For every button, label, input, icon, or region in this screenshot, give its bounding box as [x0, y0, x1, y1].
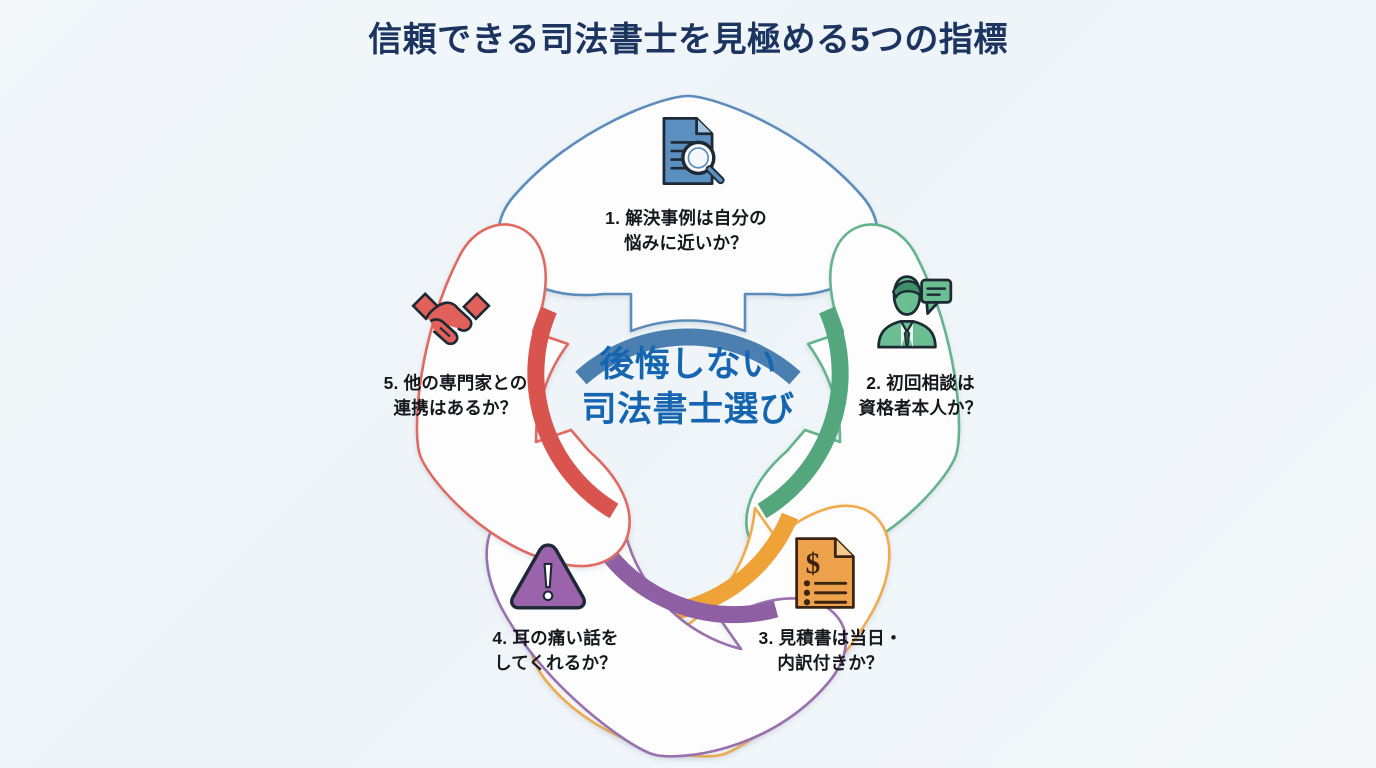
petal-label-3-line1: 3. 見積書は当日・	[758, 628, 903, 648]
petal-label-4-line1: 4. 耳の痛い話を	[492, 628, 619, 648]
petal-label-5-line2: 連携はあるか？	[393, 398, 518, 419]
svg-text:$: $	[806, 548, 821, 580]
petal-label-2: 2. 初回相談は 資格者本人か？	[818, 371, 1023, 422]
petal-label-5-line1: 5. 他の専門家との	[383, 373, 528, 393]
petal-label-1-line2: 悩みに近いか？	[624, 233, 748, 254]
invoice-dollar-icon: $	[782, 530, 868, 616]
consultant-speech-bubble-icon	[870, 268, 956, 354]
page-title: 信頼できる司法書士を見極める5つの指標	[368, 21, 1008, 59]
petal-label-5: 5. 他の専門家との 連携はあるか？	[348, 371, 563, 422]
petal-label-1-line1: 1. 解決事例は自分の	[605, 208, 767, 228]
petal-label-1: 1. 解決事例は自分の 悩みに近いか？	[546, 206, 826, 257]
document-magnifier-icon	[645, 108, 731, 194]
petal-label-3: 3. 見積書は当日・ 内訳付きか？	[723, 626, 938, 677]
petal-label-4: 4. 耳の痛い話を してくれるか？	[448, 626, 663, 677]
petal-label-2-line2: 資格者本人か？	[858, 398, 983, 419]
petal-segment-1[interactable]	[497, 94, 879, 385]
petal-label-3-line2: 内訳付きか？	[777, 653, 884, 674]
warning-triangle-icon	[505, 533, 591, 619]
petal-label-2-line1: 2. 初回相談は	[866, 373, 975, 393]
petal-label-4-line2: してくれるか？	[494, 653, 617, 674]
petal-wheel-diagram: 後悔しない 司法書士選び	[338, 78, 1038, 758]
handshake-icon	[408, 268, 494, 354]
